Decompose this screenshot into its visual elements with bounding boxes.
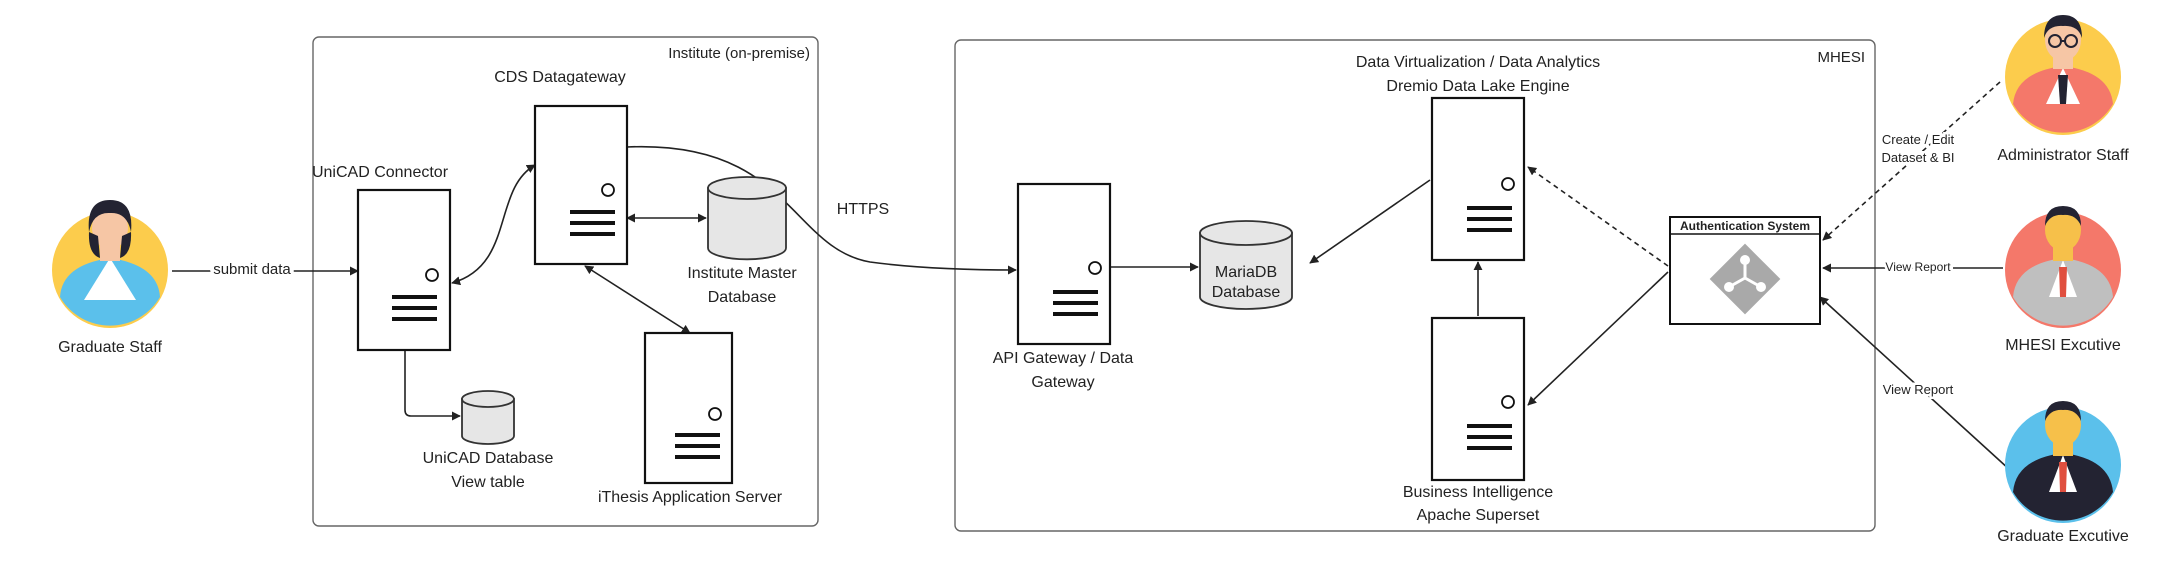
mariadb-label-1: MariaDB (1215, 264, 1277, 281)
edge-ithesis (584, 265, 691, 334)
bi-label-1: Business Intelligence (1403, 484, 1553, 501)
authentication-system: Authentication System (1669, 216, 1821, 325)
edge-create-edit-label-2: Dataset & BI (1882, 150, 1955, 165)
institute-master-db-label-1: Institute Master (687, 265, 797, 282)
connectors: submit data HTTPS Create / Edit Dataset … (172, 81, 2011, 471)
cds-datagateway-server: CDS Datagateway (494, 69, 629, 266)
institute-master-db: Institute Master Database (687, 176, 797, 306)
bi-label-2: Apache Superset (1417, 507, 1540, 524)
api-gateway-server: API Gateway / Data Gateway (993, 182, 1134, 391)
edge-view-report-mhesi-label: View Report (1885, 260, 1951, 274)
edge-https-label: HTTPS (837, 201, 889, 218)
edge-admin-auth (1822, 81, 2001, 241)
institute-container-label: Institute (on-premise) (668, 45, 810, 62)
graduate-staff-label: Graduate Staff (58, 339, 162, 356)
edge-https (626, 146, 1017, 275)
edge-auth-dremio (1527, 166, 1669, 267)
unicad-db-label-2: View table (451, 474, 525, 491)
edge-dremio-mariadb (1309, 179, 1431, 264)
administrator-staff-label: Administrator Staff (1997, 147, 2129, 164)
mhesi-executive-avatar: MHESI Excutive (2005, 206, 2121, 354)
dremio-label-2: Dremio Data Lake Engine (1386, 78, 1569, 95)
auth-diamond-icon (1709, 243, 1781, 315)
graduate-executive-label: Graduate Excutive (1997, 528, 2129, 545)
ithesis-server: iThesis Application Server (598, 331, 783, 506)
mariadb-db: MariaDB Database (1199, 220, 1293, 310)
edge-unicad-db (404, 351, 461, 421)
mhesi-executive-label: MHESI Excutive (2005, 337, 2121, 354)
mariadb-label-2: Database (1212, 284, 1281, 301)
mhesi-container-label: MHESI (1817, 49, 1865, 66)
edge-create-edit-label-1: Create / Edit (1882, 132, 1955, 147)
edge-submit-data-label: submit data (213, 261, 291, 278)
unicad-connector-label: UniCAD Connector (312, 164, 449, 181)
ithesis-server-label: iThesis Application Server (598, 489, 783, 506)
edge-view-report-graduate-label: View Report (1883, 382, 1954, 397)
administrator-staff-avatar: Administrator Staff (1997, 15, 2129, 164)
bi-server: Business Intelligence Apache Superset (1403, 316, 1553, 524)
unicad-connector-server: UniCAD Connector (312, 164, 452, 352)
dremio-server: Data Virtualization / Data Analytics Dre… (1356, 54, 1600, 262)
api-gateway-label-2: Gateway (1031, 374, 1094, 391)
auth-system-label: Authentication System (1680, 219, 1810, 233)
cds-datagateway-label: CDS Datagateway (494, 69, 626, 86)
unicad-db-label-1: UniCAD Database (423, 450, 554, 467)
graduate-staff-avatar: Graduate Staff (52, 200, 168, 356)
edge-auth-bi (1527, 271, 1669, 406)
graduate-executive-avatar: Graduate Excutive (1997, 401, 2129, 545)
edge-graduate-auth (1819, 296, 2011, 471)
api-gateway-label-1: API Gateway / Data (993, 350, 1134, 367)
dremio-label-1: Data Virtualization / Data Analytics (1356, 54, 1600, 71)
institute-master-db-label-2: Database (708, 289, 777, 306)
institute-container: Institute (on-premise) (312, 36, 819, 527)
edge-connector-datagateway (451, 164, 536, 286)
mhesi-container: MHESI (954, 39, 1876, 532)
unicad-db: UniCAD Database View table (423, 390, 554, 491)
